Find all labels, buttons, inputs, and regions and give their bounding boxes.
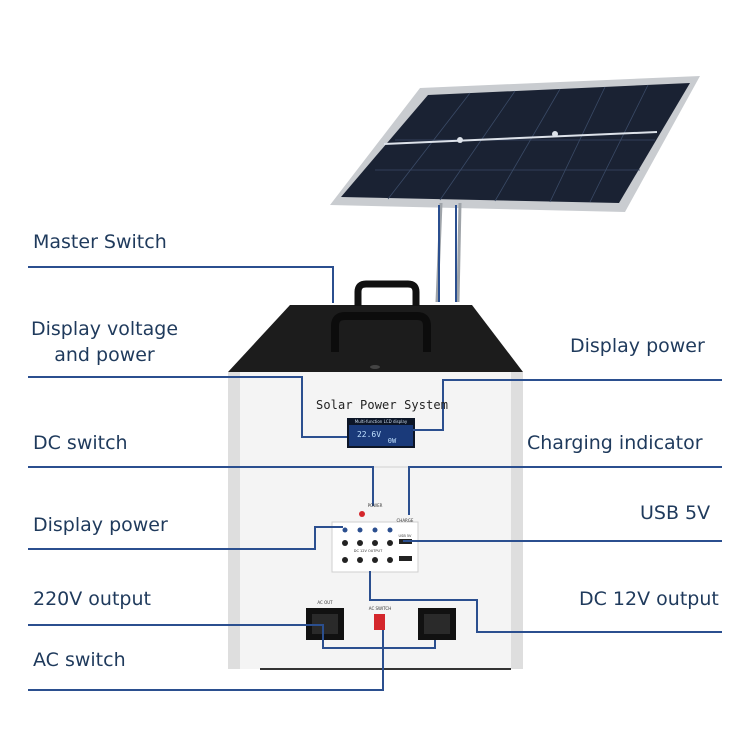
label-charging-indicator: Charging indicator	[527, 432, 703, 454]
rear-handle	[354, 280, 420, 306]
usb-device-label: USB 5V	[399, 534, 413, 538]
dc-device-label: DC 12V OUTPUT	[354, 549, 383, 553]
lcd-power: 0W	[388, 437, 397, 445]
panel-caption: POWER	[368, 503, 383, 508]
solar-panel	[330, 76, 700, 212]
lcd-display	[347, 418, 415, 448]
leader-lines	[28, 205, 722, 691]
label-ac-switch: AC switch	[33, 649, 126, 671]
label-usb-5v: USB 5V	[640, 502, 711, 524]
label-display-power-right: Display power	[570, 335, 705, 357]
control-panel	[331, 511, 419, 573]
lcd-caption: Multi-function LCD display	[355, 419, 408, 424]
label-master-switch: Master Switch	[33, 231, 167, 253]
label-dc-12v-output: DC 12V output	[579, 588, 719, 610]
charge-label: CHARGE	[397, 518, 414, 523]
lcd-voltage: 22.6V	[357, 430, 381, 439]
front-handle	[331, 312, 431, 352]
label-dc-switch: DC switch	[33, 432, 128, 454]
label-display-voltage-line2: and power	[54, 343, 155, 366]
label-220v-output: 220V output	[33, 588, 151, 610]
label-display-voltage: Display voltage and power	[28, 317, 181, 368]
ac-outlets	[306, 608, 456, 640]
ac-out-label: AC OUT	[317, 600, 333, 605]
ac-switch-device-label: AC SWITCH	[369, 606, 391, 611]
label-display-power-left: Display power	[33, 514, 168, 536]
case-top	[228, 305, 523, 372]
front-title: Solar Power System	[316, 398, 448, 412]
label-display-voltage-line1: Display voltage	[30, 318, 179, 340]
ac-switch-button	[374, 614, 385, 630]
